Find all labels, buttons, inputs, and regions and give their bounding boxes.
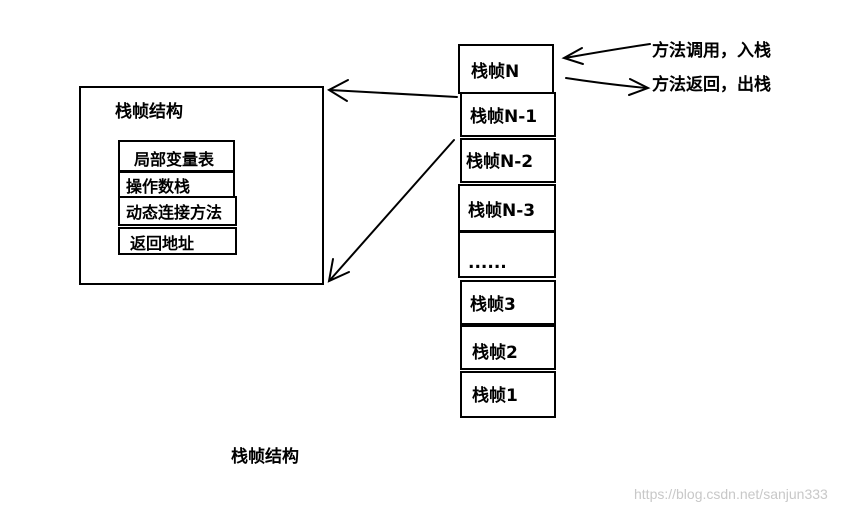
stack-frame-ellipsis: ...... xyxy=(458,231,556,278)
stack-frame-n: 栈帧N xyxy=(458,44,554,94)
pop-annotation: 方法返回，出栈 xyxy=(652,75,771,95)
detail-bottom-arrow xyxy=(329,139,455,281)
detail-top-arrow xyxy=(329,89,458,98)
frame-structure-title: 栈帧结构 xyxy=(115,102,183,122)
stack-frame-2: 栈帧2 xyxy=(460,325,556,370)
detail-top-arrowhead xyxy=(326,79,349,102)
push-annotation: 方法调用，入栈 xyxy=(652,41,771,61)
stack-frame-n-3: 栈帧N-3 xyxy=(458,184,556,232)
detail-bottom-arrowhead xyxy=(327,258,350,283)
push-arrow xyxy=(564,43,651,59)
stack-frame-3: 栈帧3 xyxy=(460,280,556,325)
stack-frame-1: 栈帧1 xyxy=(460,371,556,418)
frame-item-operand-stack: 操作数栈 xyxy=(118,171,235,198)
stack-frame-n-2: 栈帧N-2 xyxy=(460,138,556,183)
watermark: https://blog.csdn.net/sanjun333 xyxy=(634,486,828,502)
stack-frame-n-1: 栈帧N-1 xyxy=(460,92,556,137)
pop-arrowhead xyxy=(628,78,651,96)
frame-item-return-address: 返回地址 xyxy=(118,227,237,255)
frame-item-dynamic-linking: 动态连接方法 xyxy=(118,196,237,226)
push-arrowhead xyxy=(561,47,584,65)
frame-item-local-variables: 局部变量表 xyxy=(118,140,235,172)
diagram-caption: 栈帧结构 xyxy=(231,447,299,467)
pop-arrow xyxy=(565,77,647,89)
